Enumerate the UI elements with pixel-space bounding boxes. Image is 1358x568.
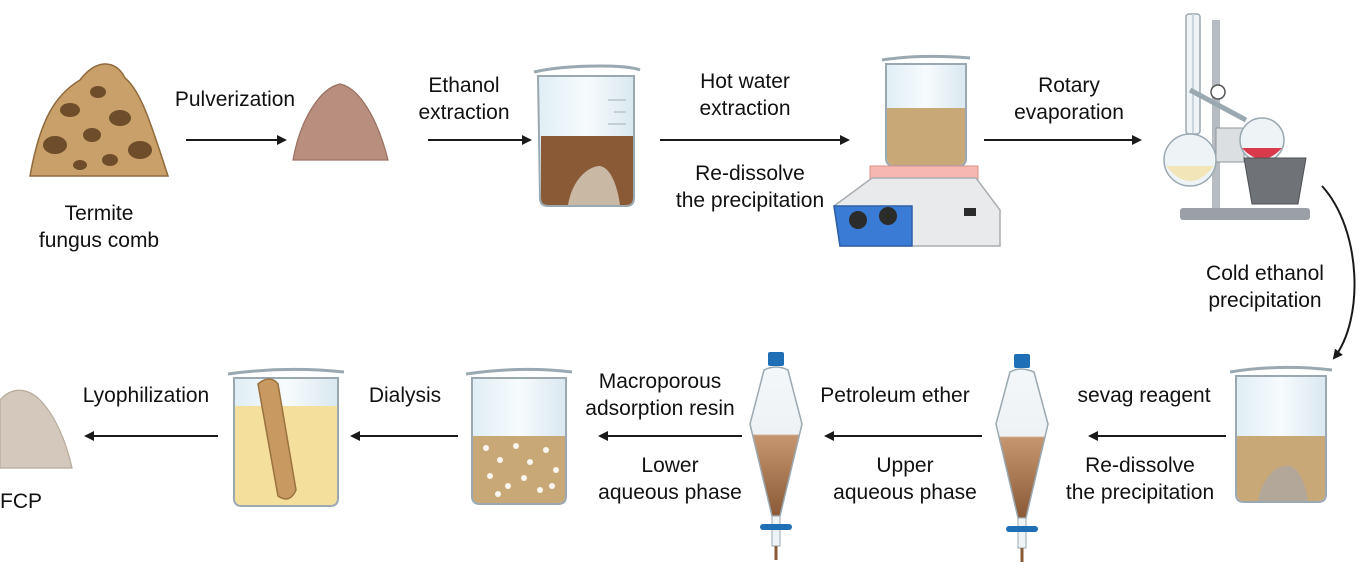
label-lower-aqueous-phase: Lower aqueous phase — [598, 454, 742, 504]
label-rotary-evaporation: Rotary evaporation — [1014, 74, 1124, 124]
label-lyophilization: Lyophilization — [82, 384, 210, 407]
label-upper-aqueous-phase: Upper aqueous phase — [833, 454, 977, 504]
label-redissolve-top: Re-dissolve the precipitation — [675, 162, 825, 212]
fcp-powder-icon — [0, 389, 73, 469]
label-macroporous-adsorption-resin: Macroporous adsorption resin — [585, 370, 735, 420]
label-termite-fungus-comb: Termite fungus comb — [38, 202, 160, 252]
powder-pile-icon — [292, 83, 389, 161]
label-petroleum-ether: Petroleum ether — [820, 384, 970, 407]
label-dialysis: Dialysis — [368, 384, 442, 407]
arrow-cold-ethanol — [1321, 185, 1356, 360]
beaker-resin-icon — [465, 367, 573, 505]
beaker-ethanol-icon — [533, 64, 641, 207]
label-pulverization: Pulverization — [174, 88, 296, 111]
label-hot-water-extraction: Hot water extraction — [699, 70, 791, 120]
separatory-funnel-icon — [995, 354, 1049, 562]
label-fcp: FCP — [0, 490, 42, 513]
separatory-funnel-icon — [749, 352, 803, 560]
label-ethanol-extraction: Ethanol extraction — [418, 74, 510, 124]
termite-fungus-comb-icon — [29, 63, 170, 177]
label-sevag-reagent: sevag reagent — [1077, 384, 1211, 407]
dialysis-beaker-icon — [227, 367, 345, 507]
label-cold-ethanol-precipitation: Cold ethanol precipitation — [1206, 262, 1324, 312]
label-redissolve-bottom: Re-dissolve the precipitation — [1065, 454, 1215, 504]
beaker-redissolve-icon — [1229, 365, 1333, 503]
rotary-evaporator-icon — [1163, 13, 1310, 220]
hotplate-stirrer-icon — [833, 54, 1001, 247]
